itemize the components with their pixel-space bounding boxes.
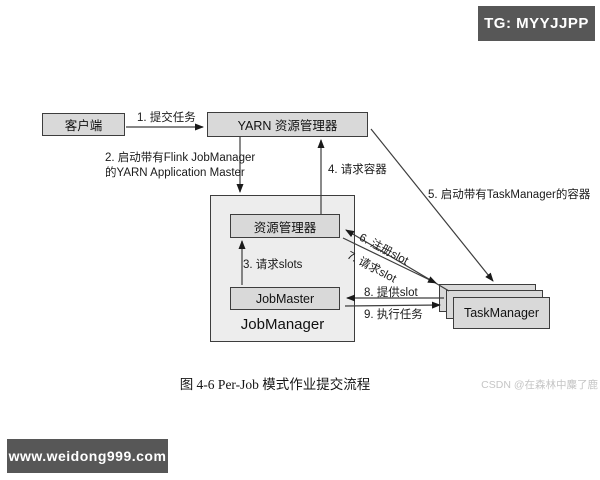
client-node: 客户端 [42, 113, 125, 136]
csdn-watermark: CSDN @在森林中麋了鹿 [481, 379, 598, 391]
edge-label-2-line2: 的YARN Application Master [105, 166, 245, 179]
edge-label-1: 1. 提交任务 [137, 112, 196, 124]
edge-label-8: 8. 提供slot [364, 287, 418, 299]
edge-label-3: 3. 请求slots [243, 259, 303, 271]
yarn-resource-manager-node: YARN 资源管理器 [207, 112, 368, 137]
taskmanager-node: TaskManager [453, 297, 550, 329]
jobmaster-node: JobMaster [230, 287, 340, 310]
flink-resource-manager-node: 资源管理器 [230, 214, 340, 238]
edge-label-4: 4. 请求容器 [328, 164, 387, 176]
edge-label-9: 9. 执行任务 [364, 309, 423, 321]
edge-label-2-line1: 2. 启动带有Flink JobManager [105, 152, 256, 164]
jobmanager-label: JobManager [240, 316, 325, 333]
website-badge: www.weidong999.com [7, 439, 168, 473]
edge-label-5: 5. 启动带有TaskManager的容器 [428, 189, 591, 201]
figure-caption: 图 4-6 Per-Job 模式作业提交流程 [179, 377, 371, 392]
telegram-badge: TG: MYYJJPP [478, 6, 595, 41]
edge-label-2: 2. 启动带有Flink JobManager 的YARN Applicatio… [105, 151, 255, 181]
